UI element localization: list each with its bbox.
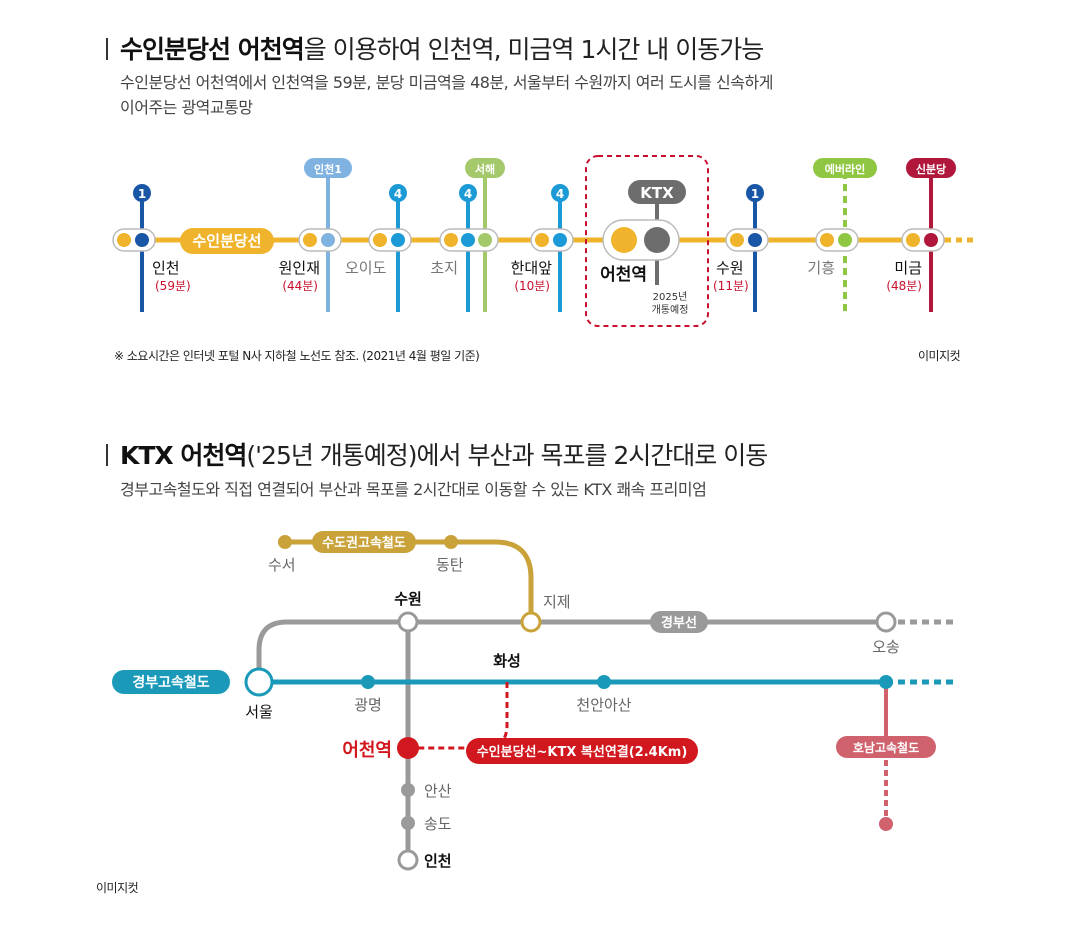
station-giheung: 기흥 bbox=[807, 259, 835, 277]
station-gwangmyeong: 광명 bbox=[354, 696, 382, 714]
time-woninjae: (44분) bbox=[282, 279, 318, 293]
station-seoul: 서울 bbox=[245, 703, 273, 721]
honam-label-pill bbox=[836, 736, 936, 758]
badge-line4-handaeap: 4 bbox=[556, 187, 564, 201]
section1-title: 수인분당선 어천역을 이용하여 인천역, 미금역 1시간 내 이동가능 bbox=[106, 30, 764, 66]
station-handaeap: 한대앞 bbox=[511, 259, 553, 277]
station-oido: 오이도 bbox=[345, 259, 387, 277]
badge-shinbundang: 신분당 bbox=[916, 162, 946, 176]
station-eocheon: 어천역 bbox=[600, 265, 647, 285]
station-suseo: 수서 bbox=[268, 556, 296, 574]
station-osong: 오송 bbox=[872, 638, 900, 656]
credit-section2: 이미지컷 bbox=[96, 881, 139, 895]
station-suwon: 수원 bbox=[716, 259, 744, 277]
opening-year: 2025년 bbox=[653, 291, 688, 303]
station-ansan: 안산 bbox=[424, 782, 452, 800]
station-labels: 인천 (59분) 원인재 (44분) 오이도 초지 한대앞 (10분) 어천역 … bbox=[152, 259, 922, 316]
suin-bundang-label-pill bbox=[180, 228, 274, 254]
ktx-station-nodes bbox=[244, 535, 897, 871]
badge-incheon1: 인천1 bbox=[314, 162, 342, 176]
gyeongbu-hsr-label: 경부고속철도 bbox=[132, 674, 209, 691]
time-migeum: (48분) bbox=[886, 279, 922, 293]
line-badges: 1 인천1 4 4 서해 4 KTX 1 에버라인 신분당 bbox=[133, 158, 956, 204]
station-jije: 지제 bbox=[543, 593, 571, 611]
time-incheon: (59분) bbox=[155, 279, 191, 293]
station-incheon-ktx: 인천 bbox=[424, 852, 452, 870]
ktx-station-labels: 수서 동탄 지제 수원 오송 화성 서울 광명 천안아산 어천역 안산 송도 인… bbox=[245, 556, 900, 870]
badge-line4-oido: 4 bbox=[394, 187, 402, 201]
station-suwon-ktx: 수원 bbox=[394, 590, 422, 608]
connection-label-pill bbox=[466, 738, 698, 764]
gyeongbu-line bbox=[256, 619, 886, 668]
connection-label: 수인분당선~KTX 복선연결(2.4Km) bbox=[477, 744, 688, 760]
footnote: ※ 소요시간은 인터넷 포털 N사 지하철 노선도 참조. (2021년 4월 … bbox=[114, 349, 480, 363]
suin-bundang-label: 수인분당선 bbox=[192, 232, 261, 250]
station-hwaseong: 화성 bbox=[493, 652, 521, 670]
station-woninjae: 원인재 bbox=[279, 259, 320, 277]
badge-line1-suwon: 1 bbox=[751, 187, 759, 201]
honam-label: 호남고속철도 bbox=[853, 740, 919, 755]
station-markers bbox=[112, 219, 945, 261]
badge-everline: 에버라인 bbox=[825, 162, 865, 176]
station-incheon: 인천 bbox=[152, 259, 180, 277]
eocheon-highlight-box bbox=[585, 155, 709, 327]
time-suwon: (11분) bbox=[713, 279, 749, 293]
badge-line4-choji: 4 bbox=[464, 187, 472, 201]
badge-line1-incheon: 1 bbox=[138, 187, 146, 201]
sudogwon-label: 수도권고속철도 bbox=[322, 535, 406, 551]
gyeongbu-label: 경부선 bbox=[661, 615, 697, 631]
badge-seohae: 서해 bbox=[475, 162, 495, 176]
station-songdo: 송도 bbox=[424, 815, 452, 833]
section2-subtitle: 경부고속철도와 직접 연결되어 부산과 목포를 2시간대로 이동할 수 있는 K… bbox=[120, 480, 707, 499]
section2-title: KTX 어천역('25년 개통예정)에서 부산과 목포를 2시간대로 이동 bbox=[106, 436, 768, 472]
sudogwon-label-pill bbox=[312, 531, 416, 553]
station-choji: 초지 bbox=[430, 259, 458, 277]
sudogwon-hsr-line bbox=[285, 539, 534, 622]
gyeongbu-hsr-label-pill bbox=[112, 670, 230, 694]
station-dongtan: 동탄 bbox=[436, 556, 464, 574]
station-eocheon-ktx: 어천역 bbox=[342, 740, 392, 761]
section1-subtitle: 수인분당선 어천역에서 인천역을 59분, 분당 미금역을 48분, 서울부터 … bbox=[120, 73, 773, 117]
time-handaeap: (10분) bbox=[514, 279, 550, 293]
opening-status: 개통예정 bbox=[652, 304, 689, 316]
badge-ktx: KTX bbox=[640, 184, 674, 202]
station-migeum: 미금 bbox=[894, 259, 922, 277]
gyeongbu-label-pill bbox=[650, 611, 708, 633]
station-cheonan-asan: 천안아산 bbox=[576, 696, 631, 714]
credit-section1: 이미지컷 bbox=[918, 349, 961, 363]
